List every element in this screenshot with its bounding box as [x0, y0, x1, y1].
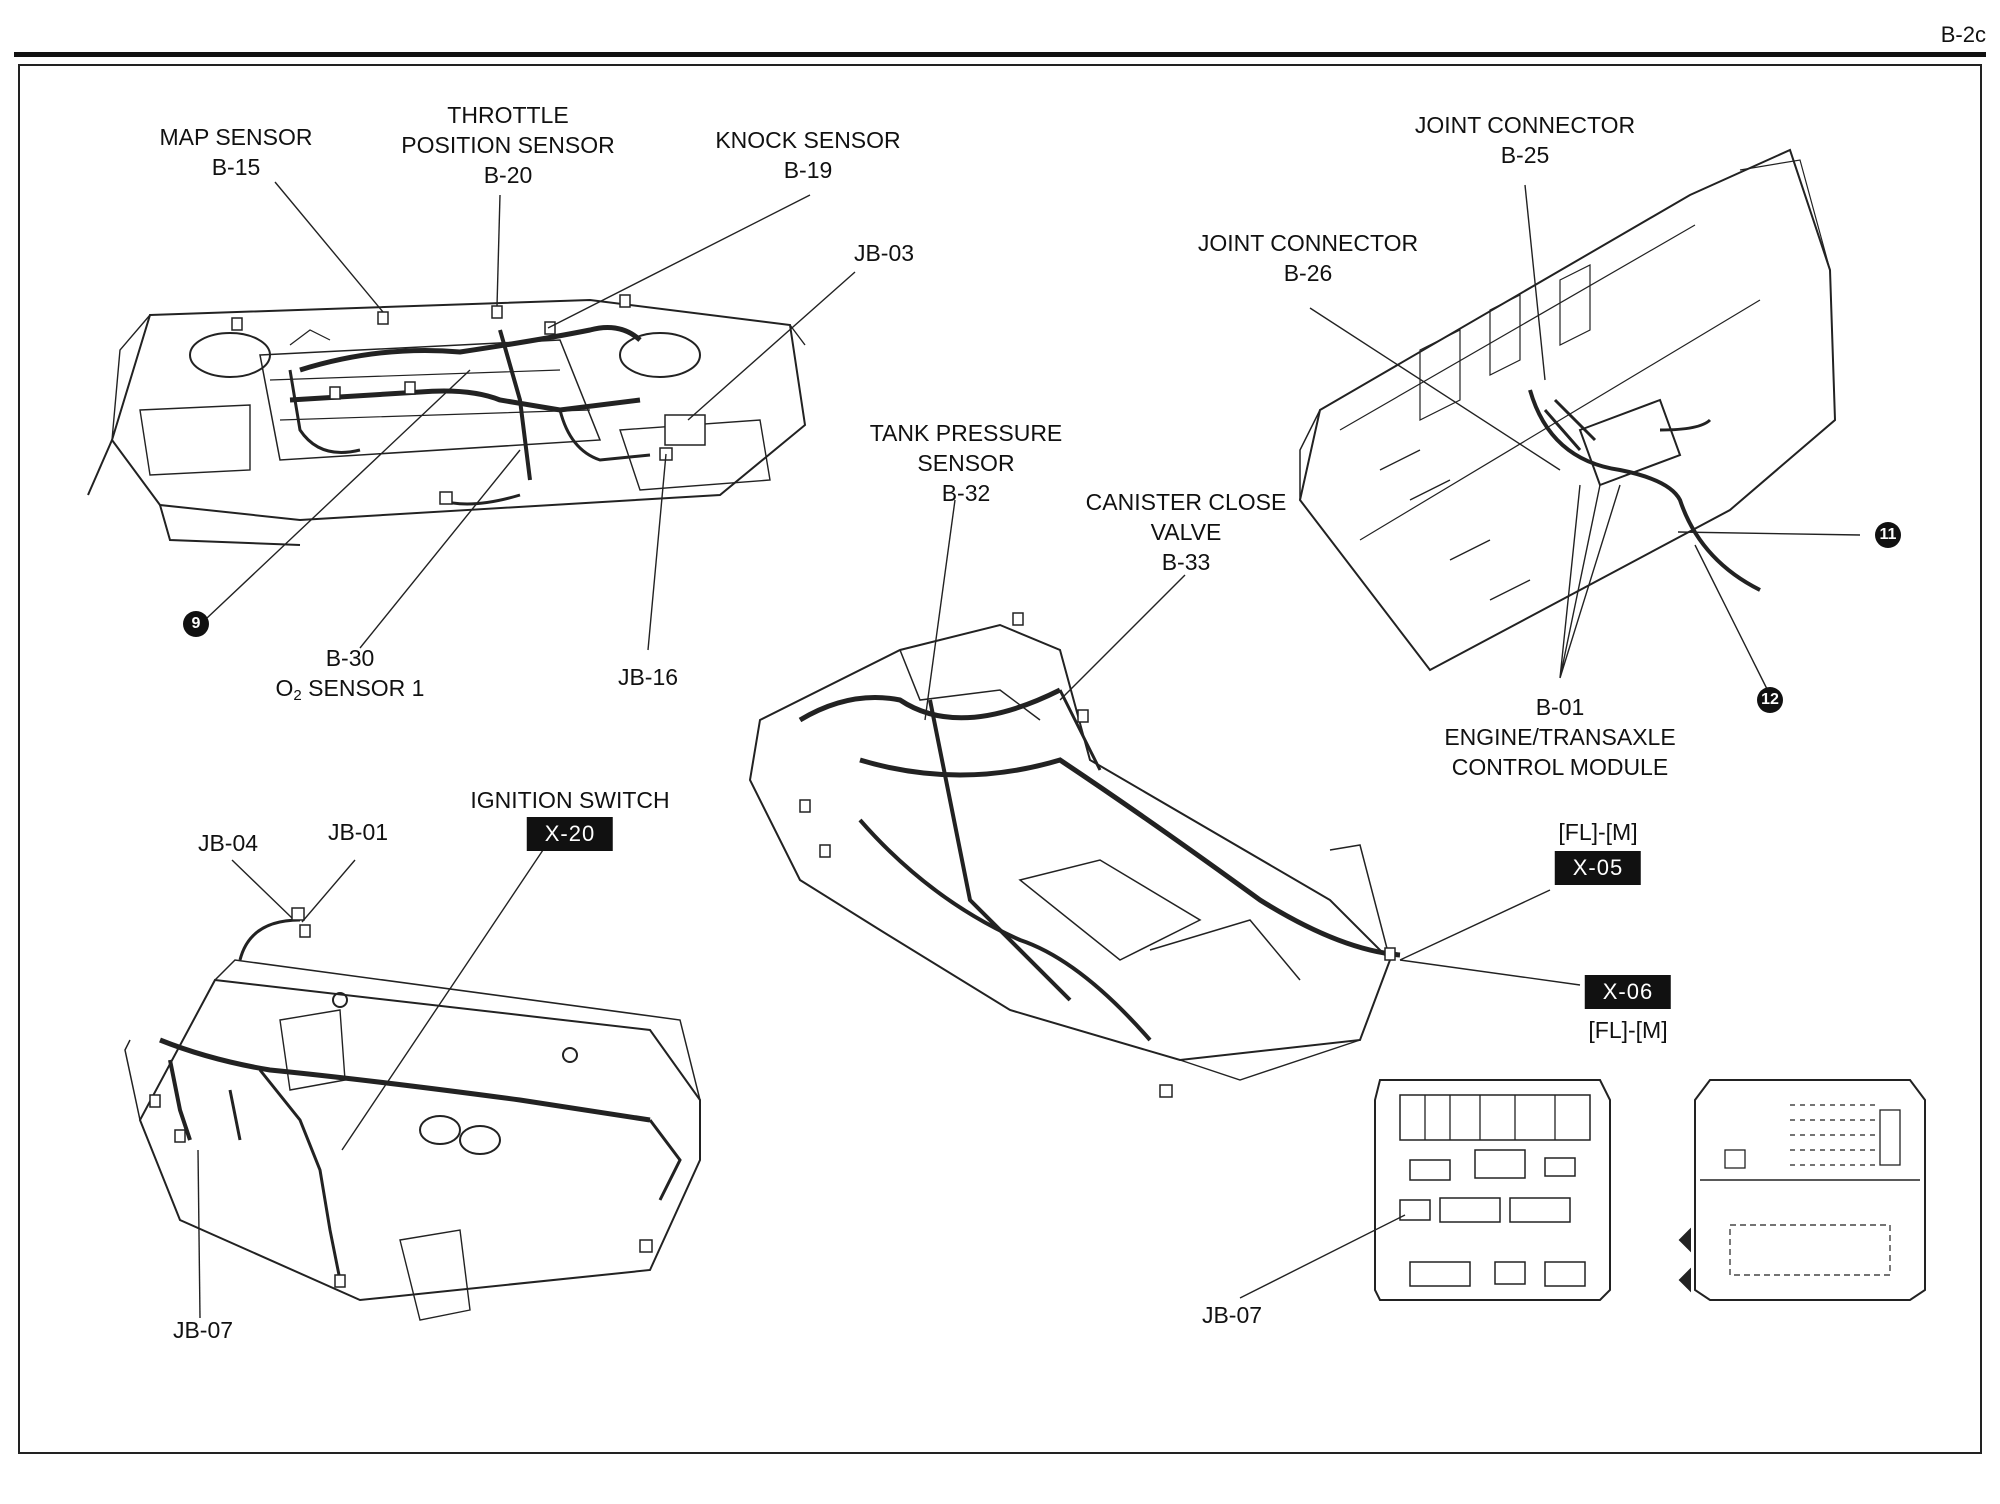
- ignition-switch-label: IGNITION SWITCH: [470, 787, 670, 813]
- leader-lines: [197, 181, 1861, 1319]
- jb-07-dash-label: JB-07: [172, 1317, 234, 1343]
- callout-badge-12: 12: [1757, 687, 1783, 713]
- jb-04-label: JB-04: [197, 830, 259, 856]
- x-05-connector-label: X-05: [1554, 851, 1642, 885]
- b-30-label: B-30 O2 SENSOR 1: [276, 643, 425, 711]
- x-06-connector-label: X-06: [1584, 975, 1672, 1009]
- fuse-box-front-illustration: [1374, 1079, 1611, 1301]
- page-code: B-2c: [1940, 22, 1986, 47]
- header-rule: [14, 52, 1986, 57]
- ecm-area-illustration: [1298, 148, 1837, 672]
- jb-03-label: JB-03: [853, 240, 915, 266]
- callout-badge-9: 9: [183, 611, 209, 637]
- engine-compartment-illustration: [87, 294, 807, 546]
- dashboard-illustration: [124, 907, 701, 1321]
- fuse-box-rear-illustration: [1678, 1079, 1926, 1301]
- o2-sensor-label: O2 SENSOR 1: [275, 675, 425, 704]
- jb-16-label: JB-16: [617, 664, 679, 690]
- callout-badge-11: 11: [1875, 522, 1901, 548]
- jb-07-fusebox-label: JB-07: [1201, 1302, 1263, 1328]
- floor-harness-illustration: [748, 612, 1401, 1098]
- diagram-frame: [18, 64, 1982, 1454]
- x-06-location-label: [FL]-[M]: [1588, 1017, 1668, 1043]
- jb-01-label: JB-01: [327, 819, 389, 845]
- x-20-connector-label: X-20: [526, 817, 614, 851]
- x-05-location-label: [FL]-[M]: [1558, 819, 1638, 845]
